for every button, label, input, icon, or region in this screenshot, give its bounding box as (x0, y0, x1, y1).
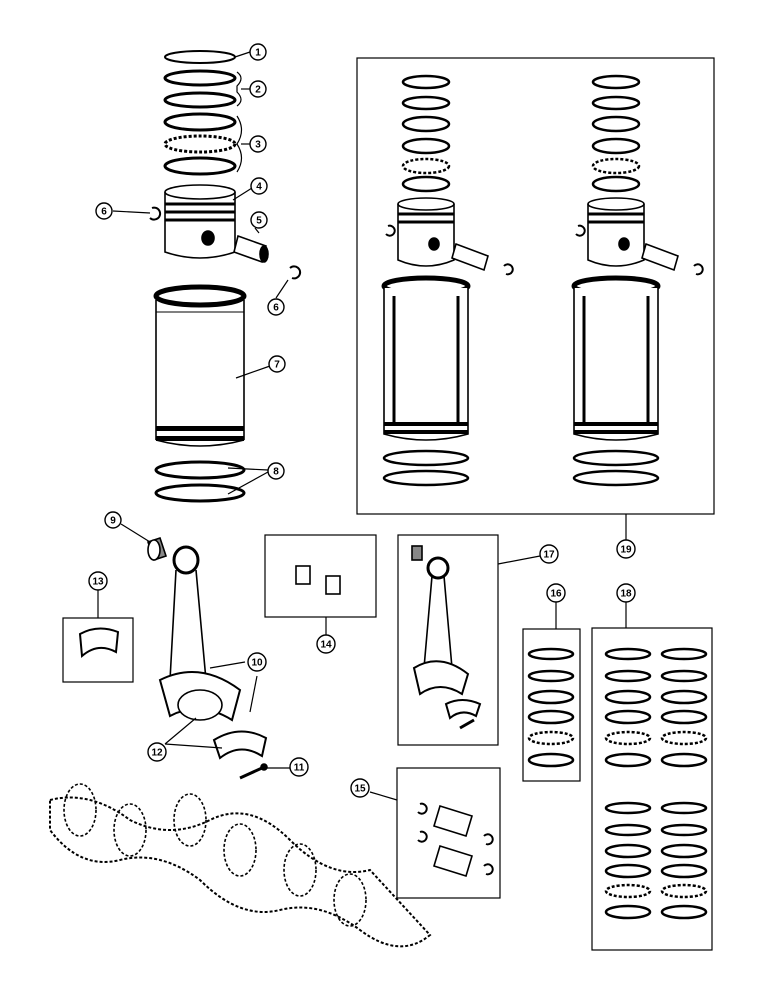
callout-13: 13 (88, 571, 108, 591)
svg-text:6: 6 (101, 207, 107, 218)
callout-19: 19 (616, 539, 636, 559)
ring-1 (164, 50, 236, 64)
callout-8: 8 (267, 462, 285, 480)
svg-text:10: 10 (251, 658, 263, 669)
piston-4 (164, 184, 236, 259)
svg-text:1: 1 (255, 48, 261, 59)
svg-text:2: 2 (255, 85, 261, 96)
svg-text:19: 19 (620, 545, 632, 556)
bushing-kit-14 (264, 534, 377, 618)
compression-rings-2 (163, 69, 237, 109)
callout-10: 10 (247, 652, 267, 672)
callout-12: 12 (147, 742, 167, 762)
svg-text:16: 16 (550, 589, 562, 600)
rod-bearing-12 (212, 730, 268, 760)
svg-text:3: 3 (255, 140, 261, 151)
svg-text:4: 4 (256, 182, 262, 193)
svg-text:9: 9 (110, 516, 116, 527)
svg-text:8: 8 (273, 467, 279, 478)
callout-17: 17 (539, 544, 559, 564)
pin-bushing-9 (146, 536, 168, 562)
svg-text:11: 11 (294, 763, 305, 774)
rod-bolt-11 (239, 763, 268, 780)
connecting-rod-10 (158, 545, 242, 722)
oil-rings-3 (163, 112, 237, 176)
callout-4: 4 (250, 177, 268, 195)
bearing-kit-13 (62, 617, 134, 683)
svg-text:5: 5 (256, 216, 262, 227)
callout-7: 7 (268, 355, 286, 373)
svg-text:13: 13 (92, 577, 104, 588)
callout-11: 11 (289, 757, 309, 777)
svg-text:14: 14 (320, 640, 332, 651)
svg-text:7: 7 (274, 360, 280, 371)
callout-1: 1 (249, 43, 267, 61)
piston-pin-5 (233, 234, 269, 264)
callout-15: 15 (350, 778, 370, 798)
pin-kit-15 (396, 767, 501, 899)
callouts: 1 2 3 4 5 6 6 7 8 9 10 11 12 13 14 15 16… (88, 43, 636, 798)
ring-sets-18 (591, 627, 713, 951)
crankshaft (49, 783, 432, 948)
cylinder-sleeve-7 (153, 284, 247, 447)
callout-6b: 6 (267, 298, 285, 316)
leader-lines (97, 51, 627, 801)
retaining-ring-6b (289, 265, 302, 280)
callout-14: 14 (316, 634, 336, 654)
callout-3: 3 (249, 135, 267, 153)
callout-9: 9 (104, 511, 122, 529)
sleeve-seals-8 (154, 460, 246, 503)
retaining-ring-6a (149, 206, 162, 221)
rod-kit-17 (397, 534, 499, 746)
callout-5: 5 (250, 211, 268, 229)
svg-text:18: 18 (620, 589, 632, 600)
callout-2: 2 (249, 80, 267, 98)
sleeve-piston-kit-19 (356, 57, 715, 515)
callout-16: 16 (546, 583, 566, 603)
svg-text:12: 12 (151, 748, 163, 759)
svg-text:6: 6 (273, 303, 279, 314)
ring-set-16 (522, 628, 581, 782)
svg-text:17: 17 (543, 550, 555, 561)
callout-18: 18 (616, 583, 636, 603)
svg-text:15: 15 (354, 784, 366, 795)
callout-6a: 6 (95, 202, 113, 220)
